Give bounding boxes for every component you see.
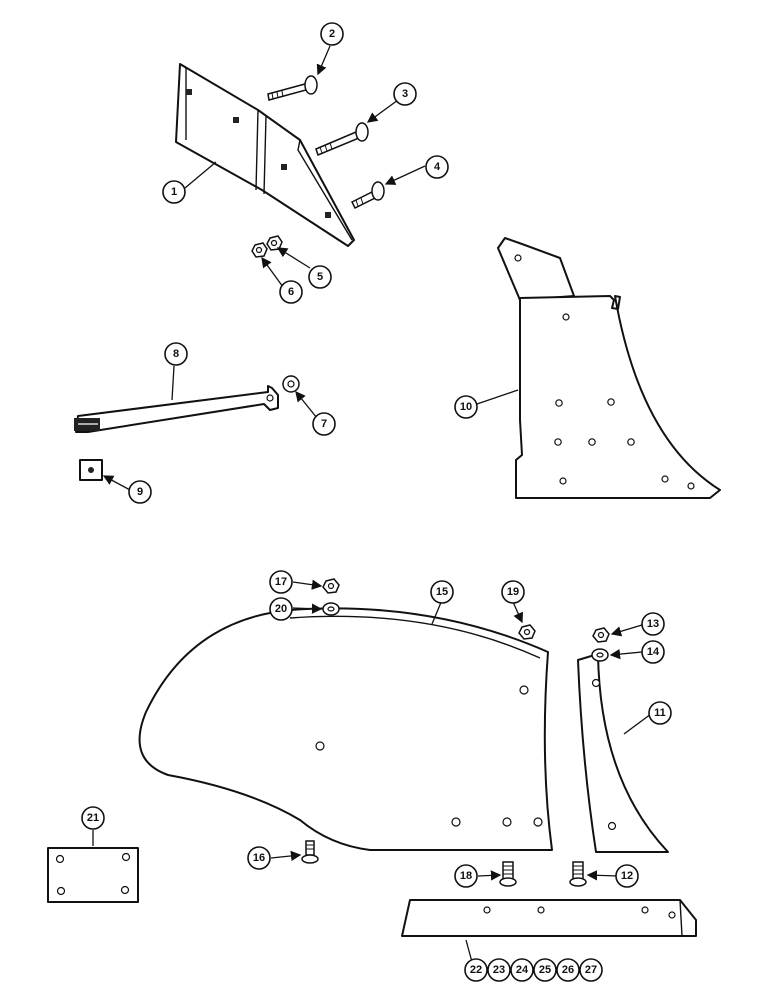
nut-6 xyxy=(251,242,268,258)
svg-text:4: 4 xyxy=(434,161,441,173)
shin-11 xyxy=(577,653,669,853)
nut-17 xyxy=(322,578,340,594)
landside-10 xyxy=(497,237,721,499)
brace-8 xyxy=(74,385,279,433)
callout-6: 6 xyxy=(279,280,303,304)
svg-text:19: 19 xyxy=(507,586,519,598)
nut-13 xyxy=(592,627,610,643)
svg-text:22: 22 xyxy=(470,964,482,976)
callout-17: 17 xyxy=(269,570,293,594)
svg-text:20: 20 xyxy=(275,603,287,615)
svg-text:9: 9 xyxy=(137,486,143,498)
bolt-3 xyxy=(315,122,369,157)
washer-20 xyxy=(322,602,340,616)
svg-text:26: 26 xyxy=(562,964,574,976)
callout-26: 26 xyxy=(556,958,580,982)
washer-14 xyxy=(591,648,609,662)
callout-10: 10 xyxy=(454,395,478,419)
callout-16: 16 xyxy=(247,846,271,870)
plate-21 xyxy=(47,847,139,903)
svg-text:17: 17 xyxy=(275,576,287,588)
callout-19: 19 xyxy=(501,580,525,604)
svg-text:25: 25 xyxy=(539,964,551,976)
svg-text:16: 16 xyxy=(253,852,265,864)
svg-text:12: 12 xyxy=(621,870,633,882)
share-part xyxy=(175,63,355,247)
callout-23: 23 xyxy=(487,958,511,982)
svg-text:15: 15 xyxy=(436,586,448,598)
callout-4: 4 xyxy=(425,155,449,179)
svg-text:14: 14 xyxy=(647,646,660,658)
callout-5: 5 xyxy=(308,265,332,289)
svg-text:21: 21 xyxy=(87,812,99,824)
nut-19 xyxy=(518,624,536,640)
plate-9 xyxy=(79,459,103,481)
callout-8: 8 xyxy=(164,342,188,366)
callout-21: 21 xyxy=(81,806,105,830)
svg-text:7: 7 xyxy=(321,418,327,430)
svg-text:5: 5 xyxy=(317,271,323,283)
callout-7: 7 xyxy=(312,412,336,436)
callout-13: 13 xyxy=(641,612,665,636)
callout-12: 12 xyxy=(615,864,639,888)
bolt-16 xyxy=(301,840,319,864)
callout-15: 15 xyxy=(430,580,454,604)
callout-11: 11 xyxy=(648,701,672,725)
callout-27: 27 xyxy=(579,958,603,982)
bolt-4 xyxy=(350,181,385,210)
leaders xyxy=(92,45,652,963)
callout-24: 24 xyxy=(510,958,534,982)
callout-2: 2 xyxy=(320,22,344,46)
callout-20: 20 xyxy=(269,597,293,621)
callout-3: 3 xyxy=(393,82,417,106)
svg-text:2: 2 xyxy=(329,28,335,40)
callout-9: 9 xyxy=(128,480,152,504)
callout-25: 25 xyxy=(533,958,557,982)
svg-text:6: 6 xyxy=(288,286,294,298)
bolt-12 xyxy=(569,861,587,887)
callout-1: 1 xyxy=(162,180,186,204)
svg-text:27: 27 xyxy=(585,964,597,976)
svg-text:23: 23 xyxy=(493,964,505,976)
callout-18: 18 xyxy=(454,864,478,888)
callout-22: 22 xyxy=(464,958,488,982)
nut-5 xyxy=(266,235,283,251)
svg-text:1: 1 xyxy=(171,186,177,198)
svg-text:10: 10 xyxy=(460,401,472,413)
svg-text:3: 3 xyxy=(402,88,408,100)
washer-7 xyxy=(282,375,300,393)
callout-14: 14 xyxy=(641,640,665,664)
bolt-2 xyxy=(267,75,318,101)
svg-text:24: 24 xyxy=(516,964,529,976)
svg-text:8: 8 xyxy=(173,348,179,360)
bolt-18 xyxy=(499,861,517,887)
svg-text:13: 13 xyxy=(647,618,659,630)
svg-text:11: 11 xyxy=(654,707,666,719)
svg-text:18: 18 xyxy=(460,870,472,882)
landside-bar-22-27 xyxy=(401,899,697,937)
moldboard-15 xyxy=(138,607,553,851)
